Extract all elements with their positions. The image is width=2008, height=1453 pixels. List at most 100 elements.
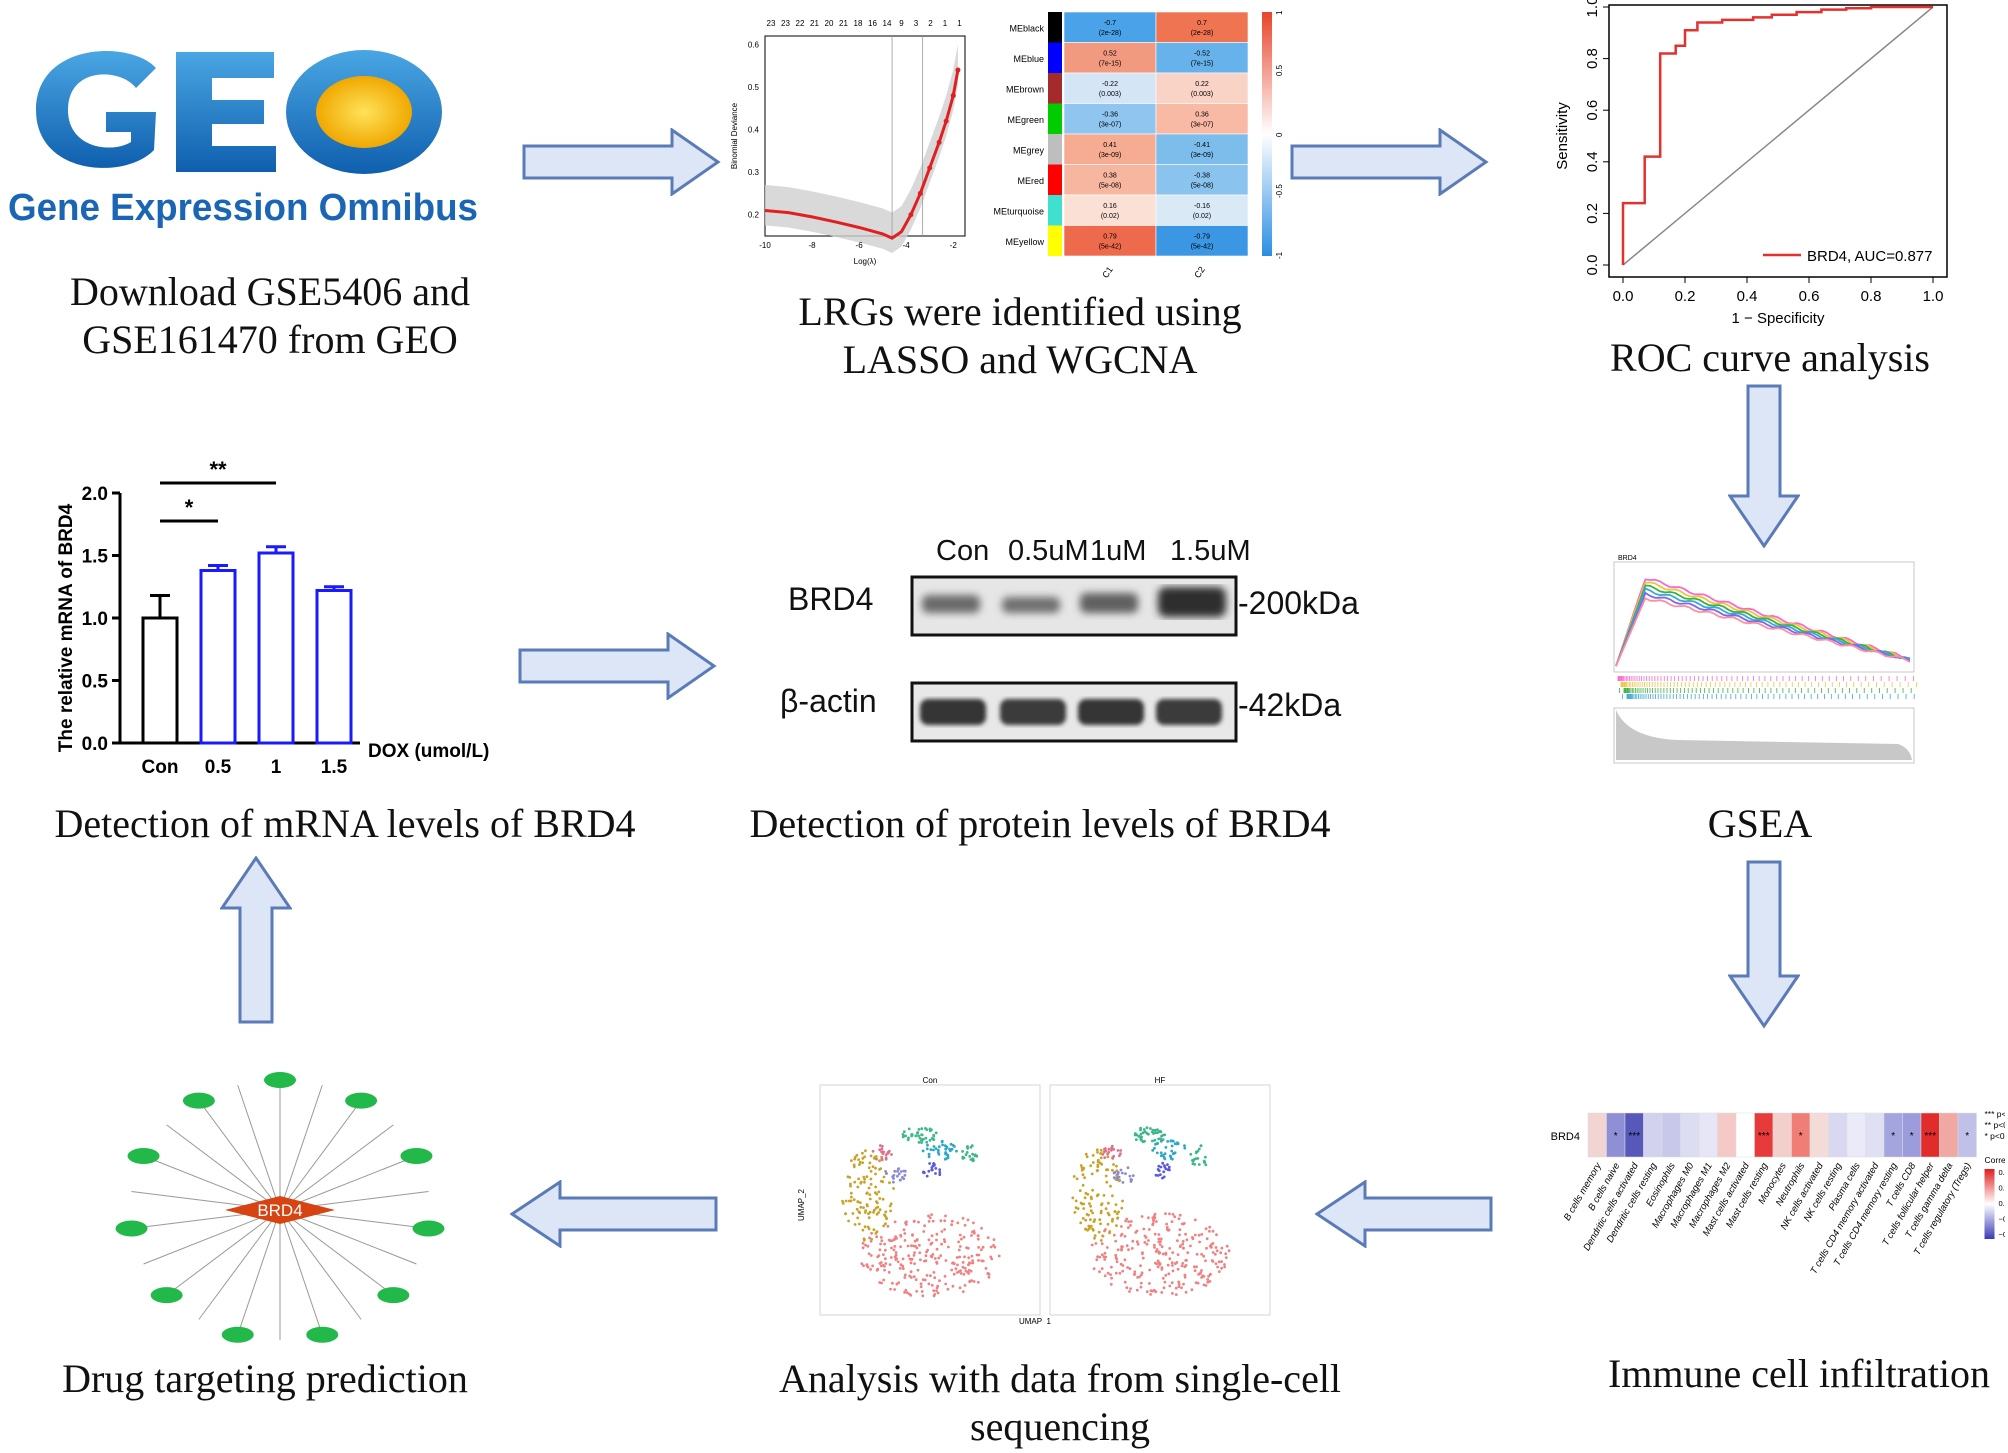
x-tick-label: 1 (271, 757, 282, 778)
cell-point (1223, 1265, 1226, 1269)
cell-point (1170, 1261, 1174, 1265)
cell-point (932, 1138, 936, 1141)
cell-point (1139, 1132, 1143, 1136)
cell-point (850, 1159, 853, 1162)
x-tick-label: -10 (759, 241, 771, 250)
cell-point (1211, 1242, 1215, 1245)
cell-point (1082, 1207, 1086, 1210)
significance-star: *** (1758, 1131, 1770, 1142)
cell-point (1080, 1168, 1084, 1172)
cell-point (1162, 1286, 1166, 1290)
cell-point (981, 1245, 985, 1249)
cell-pvalue: (3e-07) (1099, 122, 1122, 129)
heatmap-cell (1643, 1112, 1663, 1158)
cell-point (1197, 1163, 1201, 1166)
cell-point (1161, 1138, 1165, 1142)
cell-point (850, 1195, 853, 1199)
cell-point (917, 1134, 920, 1138)
top-tick-label: 9 (899, 19, 904, 28)
cell-point (849, 1184, 852, 1188)
cell-point (1100, 1202, 1104, 1205)
network-edge (279, 1155, 417, 1211)
cell-point (874, 1206, 878, 1210)
cell-point (1177, 1280, 1181, 1284)
cell-point (848, 1176, 852, 1179)
cell-point (927, 1238, 931, 1242)
cell-point (1114, 1253, 1118, 1257)
cell-point (924, 1136, 928, 1140)
cell-point (891, 1281, 894, 1285)
cell-point (884, 1262, 888, 1265)
cell-point (855, 1153, 859, 1157)
cell-point (1154, 1220, 1158, 1223)
cell-point (1170, 1144, 1174, 1148)
cell-point (959, 1272, 963, 1275)
cell-point (1092, 1220, 1096, 1223)
heatmap-cell (1063, 133, 1157, 165)
cell-value: -0.79 (1194, 234, 1210, 241)
cell-point (1100, 1162, 1104, 1166)
cell-point (927, 1152, 931, 1156)
cell-point (1106, 1155, 1110, 1159)
cell-point (934, 1131, 938, 1135)
cell-point (934, 1172, 937, 1175)
cell-point (1193, 1233, 1197, 1237)
cell-point (933, 1257, 937, 1260)
cell-pvalue: (0.02) (1193, 213, 1211, 220)
cell-point (1204, 1163, 1208, 1167)
cell-point (1131, 1174, 1135, 1177)
gsea-title: BRD4 (1618, 555, 1637, 562)
cell-point (882, 1224, 886, 1228)
cell-point (992, 1238, 996, 1241)
top-tick-label: 1 (943, 19, 948, 28)
cell-point (859, 1181, 863, 1185)
band-label-actin: β-actin (780, 683, 877, 719)
top-tick-label: 20 (825, 19, 834, 28)
drug-node (182, 1092, 215, 1109)
cell-point (1161, 1176, 1164, 1180)
cell-point (1134, 1138, 1138, 1141)
cell-point (943, 1228, 946, 1231)
cell-pvalue: (7e-15) (1099, 61, 1122, 68)
cell-point (899, 1170, 903, 1173)
cell-point (1096, 1255, 1099, 1258)
cell-point (984, 1267, 988, 1270)
network-edge (198, 1100, 281, 1211)
network-edge (166, 1124, 281, 1211)
cell-point (1111, 1157, 1115, 1160)
cell-point (906, 1244, 910, 1248)
cell-point (1142, 1128, 1146, 1131)
cell-point (1197, 1233, 1201, 1237)
cell-point (1154, 1290, 1158, 1294)
cell-point (1072, 1175, 1076, 1178)
cell-point (1103, 1258, 1107, 1261)
cell-point (893, 1245, 897, 1248)
cell-point (913, 1239, 917, 1243)
cell-point (905, 1291, 909, 1294)
deviance-point (943, 118, 949, 124)
cell-point (1120, 1245, 1123, 1248)
x-tick-label: 0.4 (1737, 288, 1758, 305)
cell-point (882, 1253, 885, 1256)
gsea-plot: BRD4 (1598, 548, 1926, 773)
cell-point (1153, 1146, 1156, 1150)
cell-point (892, 1180, 895, 1184)
cell-point (883, 1248, 887, 1252)
cell-point (863, 1177, 866, 1181)
cell-point (915, 1238, 919, 1241)
cell-point (1083, 1196, 1087, 1200)
cell-point (878, 1248, 882, 1252)
network-edge (279, 1124, 394, 1211)
arrow-right-2 (1290, 128, 1489, 196)
heatmap-cell (1698, 1112, 1718, 1158)
cell-point (925, 1274, 929, 1277)
cell-point (894, 1258, 898, 1261)
cell-point (1197, 1147, 1201, 1151)
cell-point (1121, 1264, 1125, 1267)
cell-point (1161, 1161, 1165, 1165)
cell-point (915, 1246, 919, 1250)
heatmap-cell (1957, 1112, 1977, 1158)
network-edge (237, 1085, 281, 1211)
cell-point (912, 1220, 916, 1223)
